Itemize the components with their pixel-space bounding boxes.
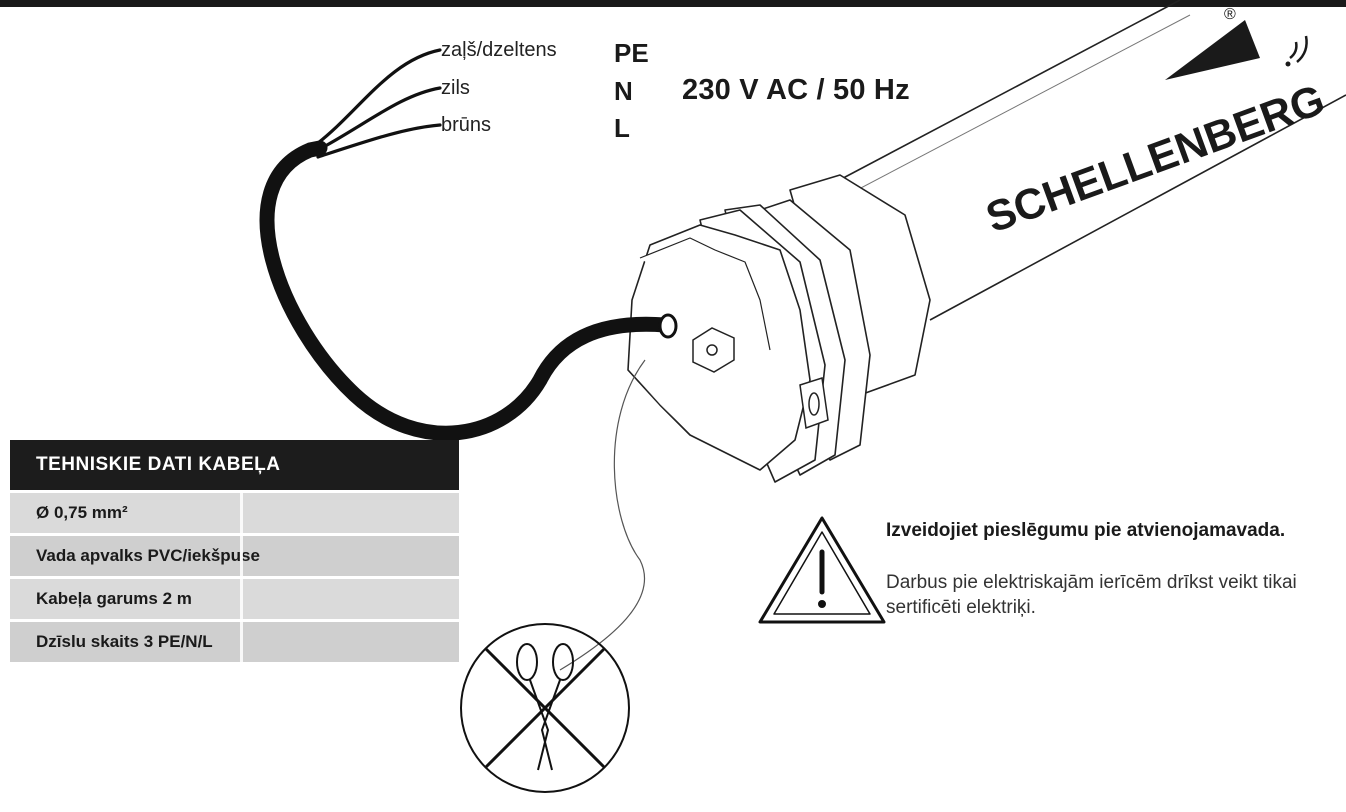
spec-table-header: TEHNISKIE DATI KABEĻA bbox=[10, 440, 459, 490]
thin-cable bbox=[559, 359, 646, 671]
no-cut-scissors-icon bbox=[460, 623, 630, 793]
wire-code-l: L bbox=[614, 113, 630, 143]
spec-table-divider bbox=[240, 490, 243, 668]
spec-row-length: Kabeļa garums 2 m bbox=[10, 579, 459, 619]
warning-text: Darbus pie elektriskajām ierīcēm drīkst … bbox=[886, 572, 1297, 618]
spec-row-cross-section: Ø 0,75 mm² bbox=[10, 493, 459, 533]
wire-label-l: brūns bbox=[441, 114, 492, 136]
cable-spec-table: TEHNISKIE DATI KABEĻA Ø 0,75 mm² Vada ap… bbox=[10, 440, 459, 668]
wire-code-pe: PE bbox=[614, 38, 649, 68]
voltage-label: 230 V AC / 50 Hz bbox=[682, 74, 910, 106]
warning-triangle-icon bbox=[758, 516, 886, 624]
schellenberg-logo-icon bbox=[1165, 20, 1308, 80]
head-bolt bbox=[692, 327, 735, 373]
spec-row-conductors: Dzīslu skaits 3 PE/N/L bbox=[10, 622, 459, 662]
side-socket bbox=[799, 377, 829, 430]
warning-title: Izveidojiet pieslēgumu pie atvienojamava… bbox=[886, 520, 1286, 541]
wire-label-pe: zaļš/dzeltens bbox=[441, 39, 557, 61]
cable-end bbox=[658, 313, 678, 339]
top-bar bbox=[0, 0, 1346, 7]
brand-name: SCHELLENBERG bbox=[980, 76, 1331, 243]
power-cable bbox=[259, 140, 673, 441]
spec-row-insulation: Vada apvalks PVC/iekšpuse bbox=[10, 536, 459, 576]
registered-mark: ® bbox=[1224, 6, 1236, 23]
wire-label-n: zils bbox=[441, 77, 470, 99]
motor-tube bbox=[829, 0, 1346, 321]
wire-leads bbox=[316, 48, 442, 159]
wire-code-n: N bbox=[614, 76, 633, 106]
